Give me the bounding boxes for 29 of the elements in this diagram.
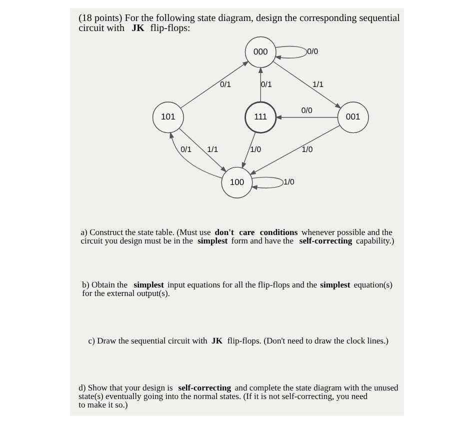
arrow bbox=[272, 61, 342, 109]
label: d) Show that your design is self-correcting and complete the state diagram with the unused state(s) eventually going into the normal states. (If it is not self-correcting, you need to make it so.) bbox=[78, 382, 398, 410]
label: b) Obtain the simplest input equations for all the flip-flops and the simplest equation(s) for the external output(s). bbox=[82, 279, 392, 298]
edge-label: 1/0 bbox=[302, 145, 313, 154]
arrow bbox=[170, 132, 222, 178]
node-circle: 001 bbox=[337, 102, 369, 134]
edge-label: 1/0 bbox=[283, 178, 294, 187]
edge-label: 0/0 bbox=[307, 47, 318, 56]
arrow bbox=[242, 132, 256, 169]
arrow bbox=[275, 115, 338, 120]
node-circle: 000 bbox=[244, 36, 276, 68]
label: c) Draw the sequential circuit with JK flip-flops. (Don't need to draw the clock lines.) bbox=[88, 336, 389, 346]
edge-label: 0/1 bbox=[180, 145, 192, 154]
node-circle: 111 bbox=[244, 101, 277, 134]
arrow bbox=[249, 125, 340, 176]
arrow bbox=[180, 60, 250, 108]
node-circle: 101 bbox=[152, 102, 184, 134]
edge-label: 1/0 bbox=[250, 145, 262, 154]
arrow bbox=[258, 66, 263, 102]
label: a) Construct the state table. (Must use don't care conditions whenever possible and the circuit you design must be in the simplest form and have the self-correcting capability.) bbox=[80, 227, 394, 246]
edge-label: 0/0 bbox=[301, 106, 312, 115]
arrow bbox=[274, 46, 308, 60]
edge-label: 1/1 bbox=[312, 80, 324, 89]
diagram-title: (18 points) For the following state diagram, design the corresponding sequential circuit with JK flip-flops: bbox=[78, 13, 400, 34]
edge-label: 0/1 bbox=[220, 80, 232, 89]
arrow bbox=[178, 128, 227, 172]
edge-label: 0/1 bbox=[260, 80, 272, 89]
edge-label: 1/1 bbox=[207, 145, 218, 154]
arrow bbox=[250, 176, 284, 190]
